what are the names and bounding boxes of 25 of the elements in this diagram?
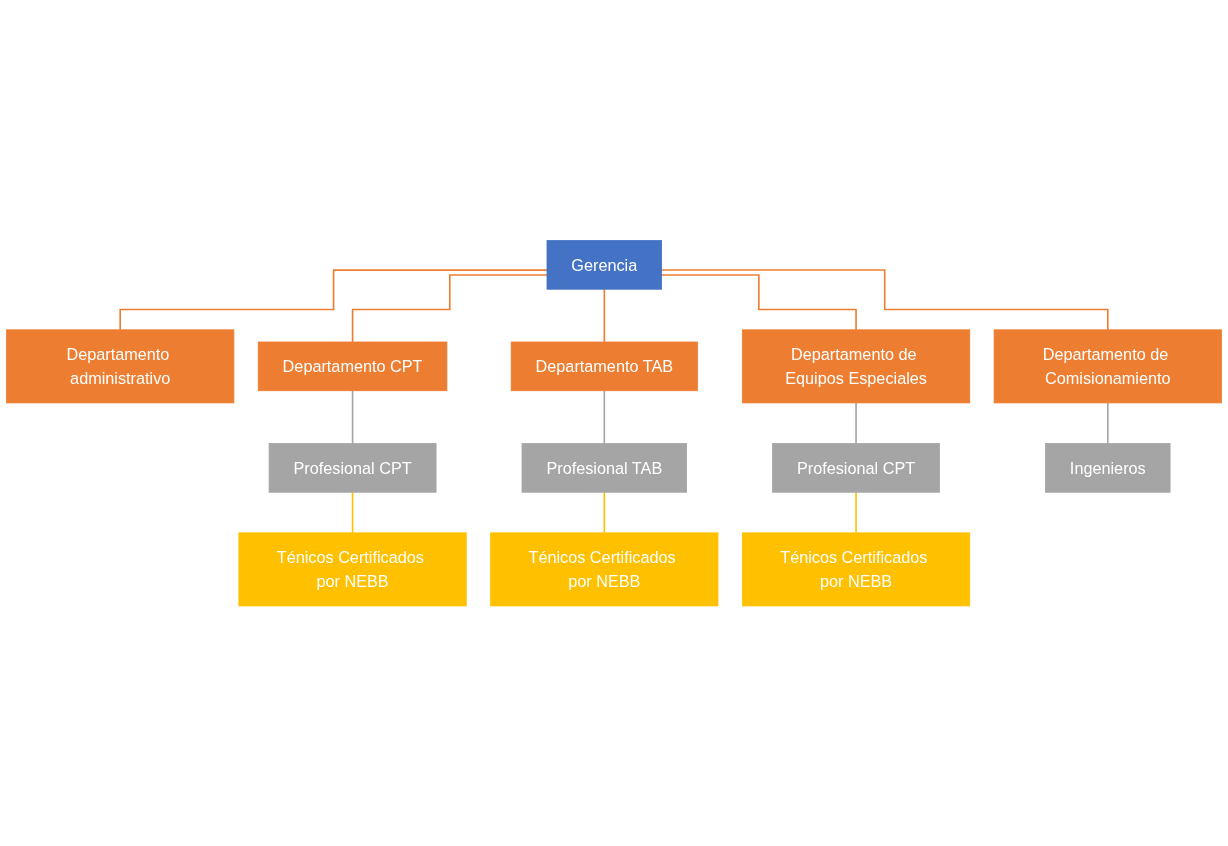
connector: [855, 491, 857, 534]
node-box: Departamento TAB: [510, 341, 698, 391]
connector: [603, 288, 606, 343]
node-box: Profesional TAB: [521, 442, 687, 493]
node-box: Profesional CPT: [268, 442, 437, 493]
connector: [855, 401, 857, 445]
node-box: Ténicos Certificados por NEBB: [238, 532, 467, 607]
connector: [351, 491, 354, 534]
connector: [119, 269, 548, 331]
connector: [603, 389, 606, 445]
node-box: Profesional CPT: [772, 442, 940, 493]
connector: [660, 274, 857, 331]
node-box: Ingenieros: [1045, 442, 1171, 493]
node-box: Departamento CPT: [257, 341, 448, 391]
node-box: Ténicos Certificados por NEBB: [741, 532, 971, 607]
connector: [603, 491, 606, 534]
node-box: Departamento de Equipos Especiales: [741, 329, 971, 404]
node-box: Departamento de Comisionamiento: [993, 329, 1222, 404]
node-box: Gerencia: [546, 239, 663, 290]
connector: [351, 389, 354, 445]
connector: [1107, 401, 1109, 445]
node-box: Departamento administrativo: [6, 329, 235, 404]
node-box: Ténicos Certificados por NEBB: [490, 532, 719, 607]
connector: [351, 274, 548, 343]
connector: [660, 268, 1109, 331]
